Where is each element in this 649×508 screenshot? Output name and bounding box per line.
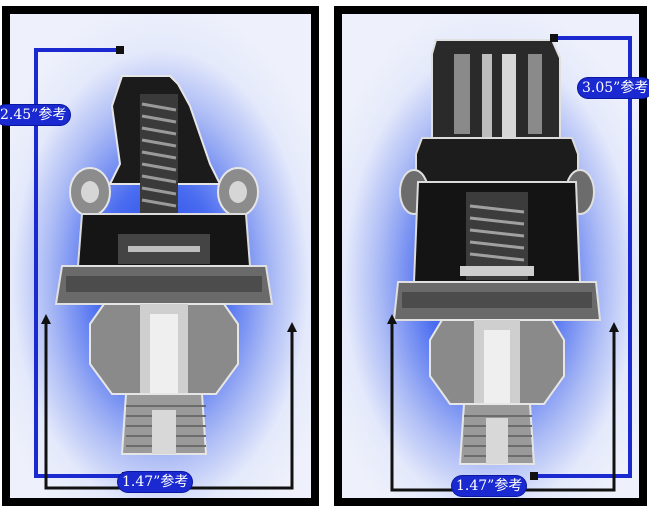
left-valve-panel (2, 6, 319, 506)
left-valve-illustration-area (10, 14, 311, 498)
left-width-arrow-left (41, 314, 51, 324)
left-width-dimension-label: 1.47”参考 (118, 472, 193, 492)
right-valve-body (392, 39, 602, 465)
right-width-arrow-left (387, 314, 397, 324)
left-height-dimension-endpoint-top (116, 46, 124, 54)
right-height-dimension-endpoint-bottom (530, 472, 538, 480)
right-height-dimension-line (532, 36, 632, 478)
right-width-arrow-right (609, 322, 619, 332)
right-width-dimension-label: 1.47”参考 (452, 476, 527, 496)
left-height-dimension-line (34, 48, 130, 478)
left-valve-cutaway (34, 46, 297, 490)
right-height-dimension-label: 3.05”参考 (578, 78, 649, 98)
left-valve-body (54, 75, 274, 455)
right-height-dimension-endpoint-top (550, 34, 558, 42)
left-height-dimension-label: 2.45”参考 (0, 105, 71, 125)
left-width-arrow-right (287, 322, 297, 332)
right-valve-cutaway (387, 34, 632, 492)
